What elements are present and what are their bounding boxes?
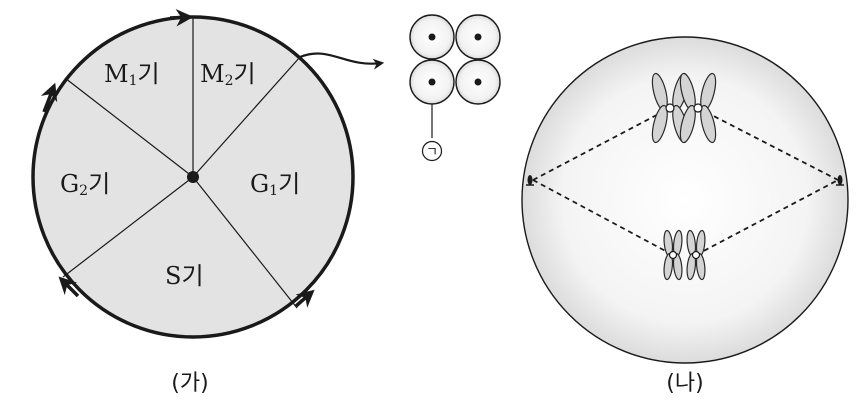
- nucleus: [428, 33, 436, 41]
- cycle-direction-arrows: [40, 8, 315, 308]
- dividing-cell-diagram: (나): [521, 36, 849, 396]
- phase-g2-label: G2기: [60, 170, 110, 199]
- center-dot: [187, 171, 199, 183]
- nucleus: [474, 78, 482, 86]
- cell-cycle-diagram: M1기 M2기 G2기 G1기 S기 (가): [31, 8, 385, 396]
- phase-s-label: S기: [165, 262, 204, 290]
- phase-m2-label: M2기: [200, 60, 256, 89]
- spindle-pole-right: [836, 175, 844, 186]
- cell-membrane: [521, 36, 849, 364]
- phase-g1-label: G1기: [250, 170, 300, 199]
- caption-a: (가): [171, 371, 208, 396]
- meiosis-result-arrow: [299, 52, 385, 70]
- daughter-cells: ㄱ: [409, 14, 501, 162]
- spindle-fibers: [532, 107, 839, 256]
- phase-m1-label: M1기: [104, 60, 160, 89]
- cell-label-circle: [421, 140, 443, 162]
- nucleus: [428, 78, 436, 86]
- nucleus: [474, 33, 482, 41]
- phase-dividers: [62, 17, 301, 309]
- caption-b: (나): [666, 371, 703, 396]
- spindle-pole-left: [526, 175, 534, 186]
- cell-label: ㄱ: [426, 145, 438, 160]
